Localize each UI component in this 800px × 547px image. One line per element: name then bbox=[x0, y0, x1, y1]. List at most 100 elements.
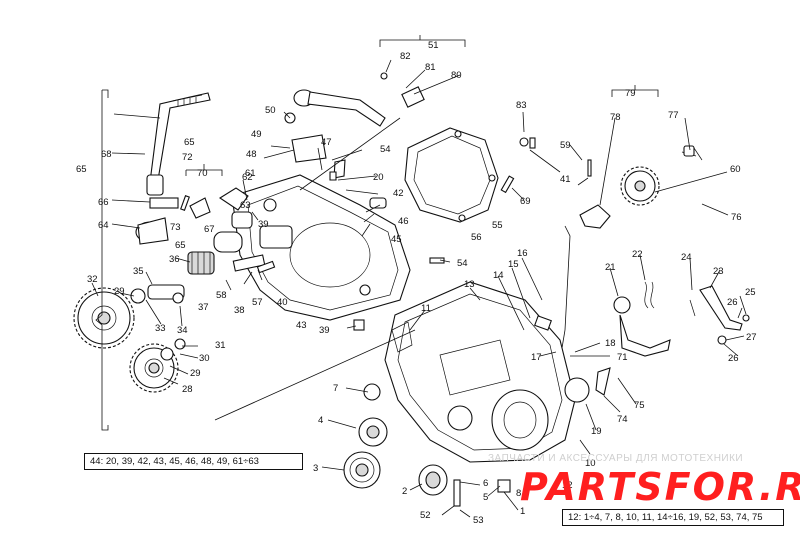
label-76: 76 bbox=[731, 212, 742, 223]
label-15: 15 bbox=[508, 259, 519, 270]
label-24: 24 bbox=[681, 252, 692, 263]
label-74: 74 bbox=[617, 414, 628, 425]
label-53: 53 bbox=[473, 515, 484, 526]
label-45: 45 bbox=[391, 234, 402, 245]
label-8: 8 bbox=[516, 488, 521, 499]
label-59: 59 bbox=[560, 140, 571, 151]
label-49: 49 bbox=[251, 129, 262, 140]
label-68: 68 bbox=[101, 149, 112, 160]
label-3: 3 bbox=[313, 463, 318, 474]
bearings bbox=[343, 377, 590, 507]
label-65a: 65 bbox=[76, 164, 87, 175]
label-79: 79 bbox=[625, 88, 636, 99]
right-crankcase bbox=[384, 281, 576, 463]
label-21: 21 bbox=[605, 262, 616, 273]
label-38: 38 bbox=[234, 305, 245, 316]
gear-28 bbox=[129, 338, 186, 393]
hardware bbox=[180, 112, 592, 331]
label-54a: 54 bbox=[380, 144, 391, 155]
label-37: 37 bbox=[198, 302, 209, 313]
label-34: 34 bbox=[177, 325, 188, 336]
label-71: 71 bbox=[617, 352, 628, 363]
label-28: 28 bbox=[182, 384, 193, 395]
label-29b: 29 bbox=[190, 368, 201, 379]
label-58: 58 bbox=[216, 290, 227, 301]
label-41: 41 bbox=[560, 174, 571, 185]
label-83: 83 bbox=[516, 100, 527, 111]
kickstart-lever bbox=[135, 92, 211, 245]
label-57: 57 bbox=[252, 297, 263, 308]
label-39a: 39 bbox=[258, 219, 269, 230]
label-5: 5 bbox=[483, 492, 488, 503]
label-52: 52 bbox=[420, 510, 431, 521]
label-48: 48 bbox=[246, 149, 257, 160]
watermark-tagline: ЗАПЧАСТИ И АКСЕССУАРЫ ДЛЯ МОТОТЕХНИКИ bbox=[488, 453, 744, 464]
left-case-cover bbox=[231, 174, 411, 321]
label-22: 22 bbox=[632, 249, 643, 260]
label-69: 69 bbox=[520, 196, 531, 207]
label-35: 35 bbox=[133, 266, 144, 277]
label-50: 50 bbox=[265, 105, 276, 116]
label-64: 64 bbox=[98, 220, 109, 231]
label-20: 20 bbox=[373, 172, 384, 183]
label-47: 47 bbox=[321, 137, 332, 148]
label-14: 14 bbox=[493, 270, 504, 281]
label-2: 2 bbox=[402, 486, 407, 497]
label-29a: 29 bbox=[114, 286, 125, 297]
label-67: 67 bbox=[204, 224, 215, 235]
label-43: 43 bbox=[296, 320, 307, 331]
part-labels: 1 2 3 4 5 6 7 8 10 11 12 13 14 15 16 17 … bbox=[76, 40, 757, 526]
label-61: 61 bbox=[245, 168, 256, 179]
label-4: 4 bbox=[318, 415, 323, 426]
right-levers bbox=[595, 281, 750, 396]
label-54b: 54 bbox=[457, 258, 468, 269]
label-51: 51 bbox=[428, 40, 439, 51]
label-80: 80 bbox=[451, 70, 462, 81]
label-10: 10 bbox=[585, 458, 596, 469]
label-42: 42 bbox=[393, 188, 404, 199]
label-73: 73 bbox=[170, 222, 181, 233]
label-13: 13 bbox=[464, 279, 475, 290]
label-55: 55 bbox=[492, 220, 503, 231]
label-32: 32 bbox=[87, 274, 98, 285]
label-6: 6 bbox=[483, 478, 488, 489]
label-39b: 39 bbox=[319, 325, 330, 336]
label-46: 46 bbox=[398, 216, 409, 227]
label-40: 40 bbox=[277, 297, 288, 308]
label-1: 1 bbox=[520, 506, 525, 517]
label-19: 19 bbox=[591, 426, 602, 437]
leader-lines bbox=[91, 35, 747, 518]
watermark-logo: PARTSFOR.RU bbox=[520, 465, 800, 509]
label-56: 56 bbox=[471, 232, 482, 243]
label-11: 11 bbox=[421, 303, 431, 314]
label-81: 81 bbox=[425, 62, 436, 73]
label-23: 23 bbox=[713, 266, 724, 277]
label-16: 16 bbox=[517, 248, 528, 259]
label-31: 31 bbox=[215, 340, 226, 351]
label-18: 18 bbox=[605, 338, 616, 349]
clutch-cover bbox=[404, 127, 499, 223]
label-77: 77 bbox=[668, 110, 679, 121]
label-70: 70 bbox=[197, 168, 208, 179]
label-78: 78 bbox=[610, 112, 621, 123]
label-62: 62 bbox=[242, 172, 253, 183]
label-60: 60 bbox=[730, 164, 741, 175]
label-33: 33 bbox=[155, 323, 166, 334]
sprocket-60 bbox=[579, 145, 703, 229]
label-25: 25 bbox=[745, 287, 756, 298]
label-65b: 65 bbox=[184, 137, 195, 148]
label-36: 36 bbox=[169, 254, 180, 265]
label-65c: 65 bbox=[175, 240, 186, 251]
label-30: 30 bbox=[199, 353, 210, 364]
label-26b: 26 bbox=[728, 353, 739, 364]
label-26a: 26 bbox=[727, 297, 738, 308]
label-27: 27 bbox=[746, 332, 757, 343]
label-66: 66 bbox=[98, 197, 109, 208]
gear-32 bbox=[73, 287, 135, 349]
shaft-parts bbox=[130, 225, 293, 304]
label-75: 75 bbox=[634, 400, 645, 411]
legend-assembly-12: 12: 1÷4, 7, 8, 10, 11, 14÷16, 19, 52, 53… bbox=[562, 509, 784, 526]
legend-assembly-44: 44: 20, 39, 42, 43, 45, 46, 48, 49, 61÷6… bbox=[84, 453, 303, 470]
label-72: 72 bbox=[182, 152, 193, 163]
label-82: 82 bbox=[400, 51, 411, 62]
